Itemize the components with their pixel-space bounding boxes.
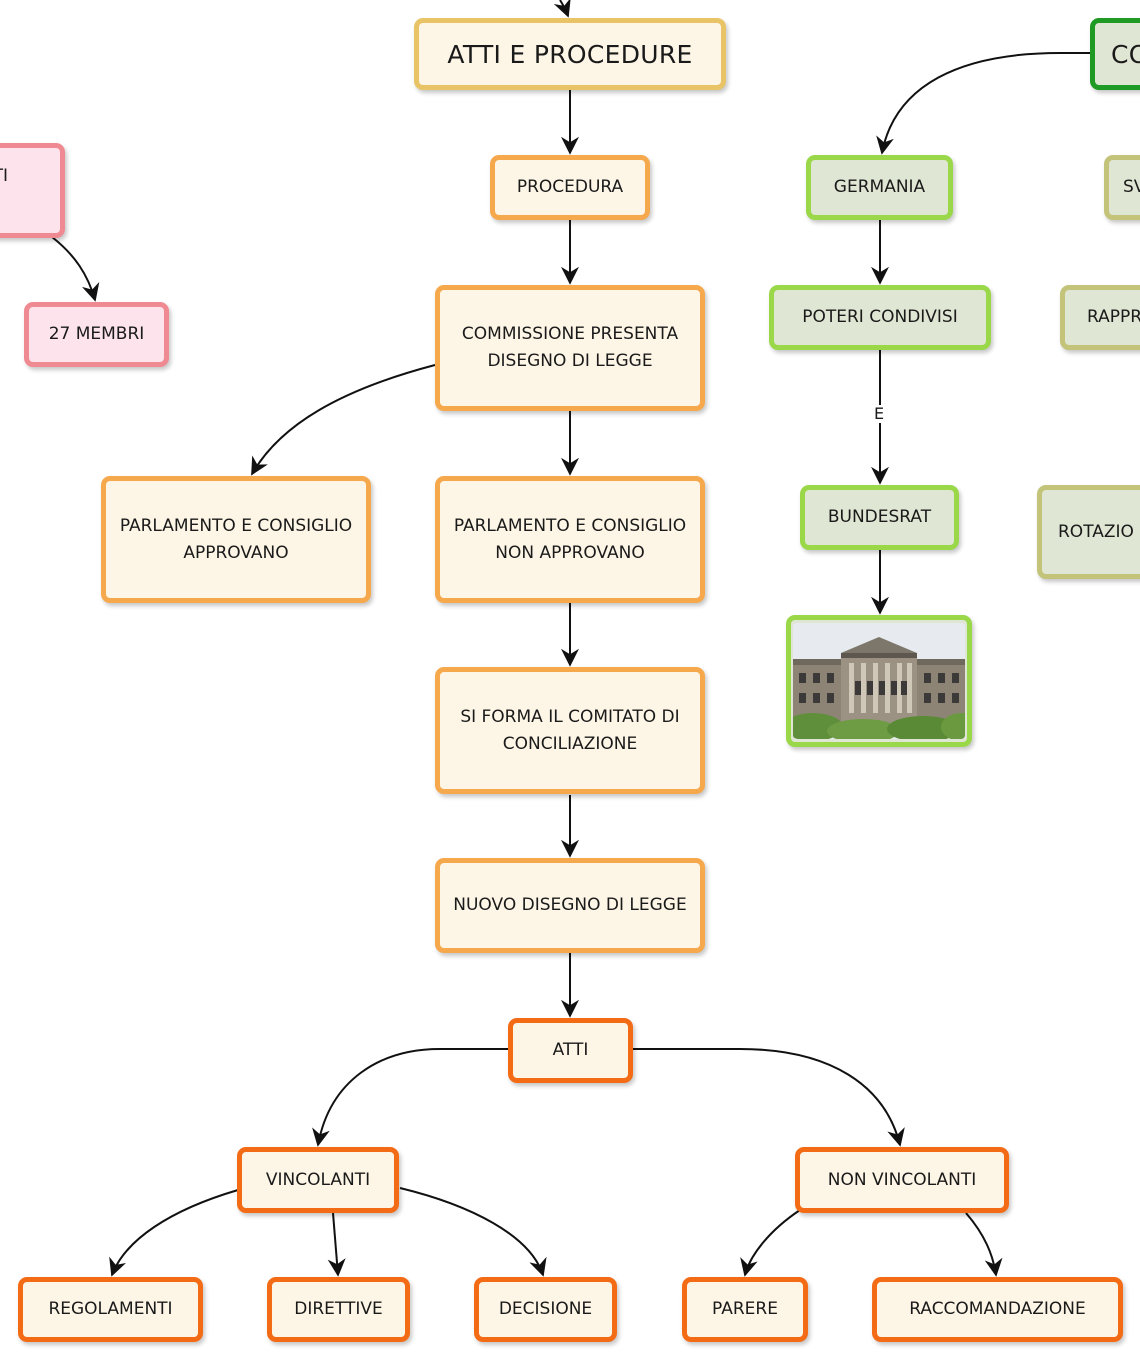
- node-green-partial[interactable]: CO: [1090, 18, 1140, 90]
- edge-green-to-germania: [876, 52, 1090, 155]
- edge-non-vincolanti-to-parere: [740, 1209, 801, 1277]
- node-27-membri[interactable]: 27 MEMBRI: [24, 302, 169, 367]
- building-image: [793, 623, 965, 739]
- edge-vincolanti-to-direttive: [327, 1212, 346, 1277]
- node-pink-partial[interactable]: TI: [0, 143, 65, 238]
- node-rapp-partial[interactable]: RAPPR: [1060, 285, 1140, 350]
- edge-non-vincolanti-to-raccomandazione: [965, 1212, 1003, 1277]
- node-regolamenti[interactable]: REGOLAMENTI: [18, 1277, 203, 1342]
- node-non-vincolanti[interactable]: NON VINCOLANTI: [795, 1147, 1009, 1213]
- node-parlamento-approvano[interactable]: PARLAMENTO E CONSIGLIO APPROVANO: [101, 476, 371, 603]
- bundesrat-building-photo: [793, 623, 965, 739]
- node-rotazio-partial[interactable]: ROTAZIO: [1037, 485, 1140, 579]
- node-poteri-condivisi[interactable]: POTERI CONDIVISI: [769, 285, 991, 350]
- node-decisione[interactable]: DECISIONE: [474, 1277, 617, 1342]
- node-sv-partial[interactable]: SV: [1104, 155, 1140, 220]
- edge-label-e: E: [873, 404, 886, 423]
- node-commissione-presenta[interactable]: COMMISSIONE PRESENTA DISEGNO DI LEGGE: [435, 285, 705, 411]
- node-comitato-conciliazione[interactable]: SI FORMA IL COMITATO DI CONCILIAZIONE: [435, 667, 705, 794]
- edge-atti-to-non-vincolanti: [633, 1048, 905, 1147]
- node-nuovo-disegno[interactable]: NUOVO DISEGNO DI LEGGE: [435, 858, 705, 953]
- node-procedura[interactable]: PROCEDURA: [490, 155, 650, 220]
- node-vincolanti[interactable]: VINCOLANTI: [237, 1147, 399, 1213]
- node-bundesrat[interactable]: BUNDESRAT: [800, 485, 959, 550]
- node-parlamento-non-approvano[interactable]: PARLAMENTO E CONSIGLIO NON APPROVANO: [435, 476, 705, 603]
- edge-vincolanti-to-regolamenti: [109, 1189, 239, 1277]
- node-atti[interactable]: ATTI: [508, 1018, 633, 1083]
- edge-pink-to-membri: [51, 236, 100, 302]
- edge-vincolanti-to-decisione: [399, 1187, 547, 1277]
- node-raccomandazione[interactable]: RACCOMANDAZIONE: [872, 1277, 1123, 1342]
- node-germania[interactable]: GERMANIA: [806, 155, 953, 220]
- node-parere[interactable]: PARERE: [682, 1277, 808, 1342]
- edge-atti-to-vincolanti: [312, 1048, 508, 1147]
- edge-top-incoming: [553, 0, 571, 18]
- node-direttive[interactable]: DIRETTIVE: [267, 1277, 410, 1342]
- edge-commissione-to-parl-approvano: [251, 364, 436, 476]
- node-atti-e-procedure[interactable]: ATTI E PROCEDURE: [414, 18, 726, 90]
